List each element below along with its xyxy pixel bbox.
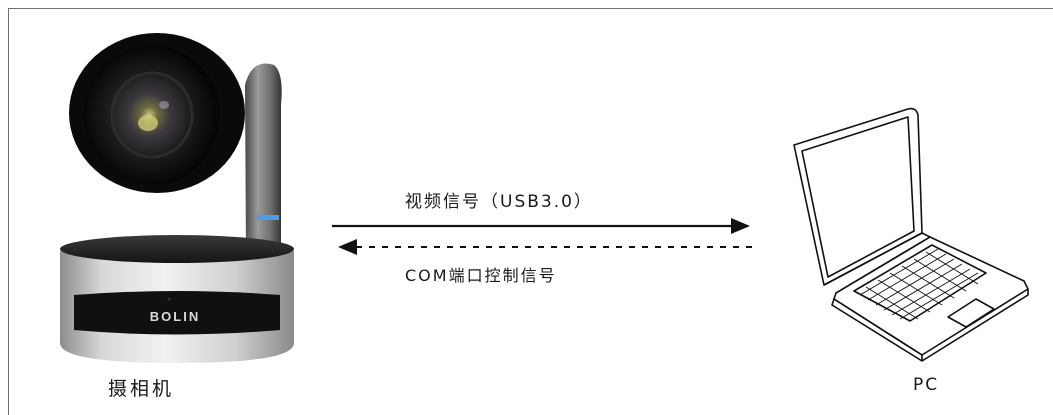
laptop-screen [793,107,923,286]
video-signal-arrow [332,218,750,234]
pc-label: PC [913,375,940,395]
camera-arm [245,63,282,253]
laptop-keyboard [853,244,987,322]
com-signal-label: COM端口控制信号 [405,266,557,285]
com-signal-arrow [338,239,752,255]
laptop-touchpad [947,298,995,328]
ptz-camera-illustration: BOLIN [60,33,294,363]
laptop-pc-illustration [793,107,1029,362]
camera-brand-logo: BOLIN [150,309,200,324]
camera-lens [84,45,220,185]
camera-label: 摄相机 [108,378,175,400]
signal-arrows [332,218,752,255]
camera-front-panel [74,291,280,335]
camera-status-light [257,215,279,220]
video-signal-label: 视频信号（USB3.0） [405,192,593,212]
